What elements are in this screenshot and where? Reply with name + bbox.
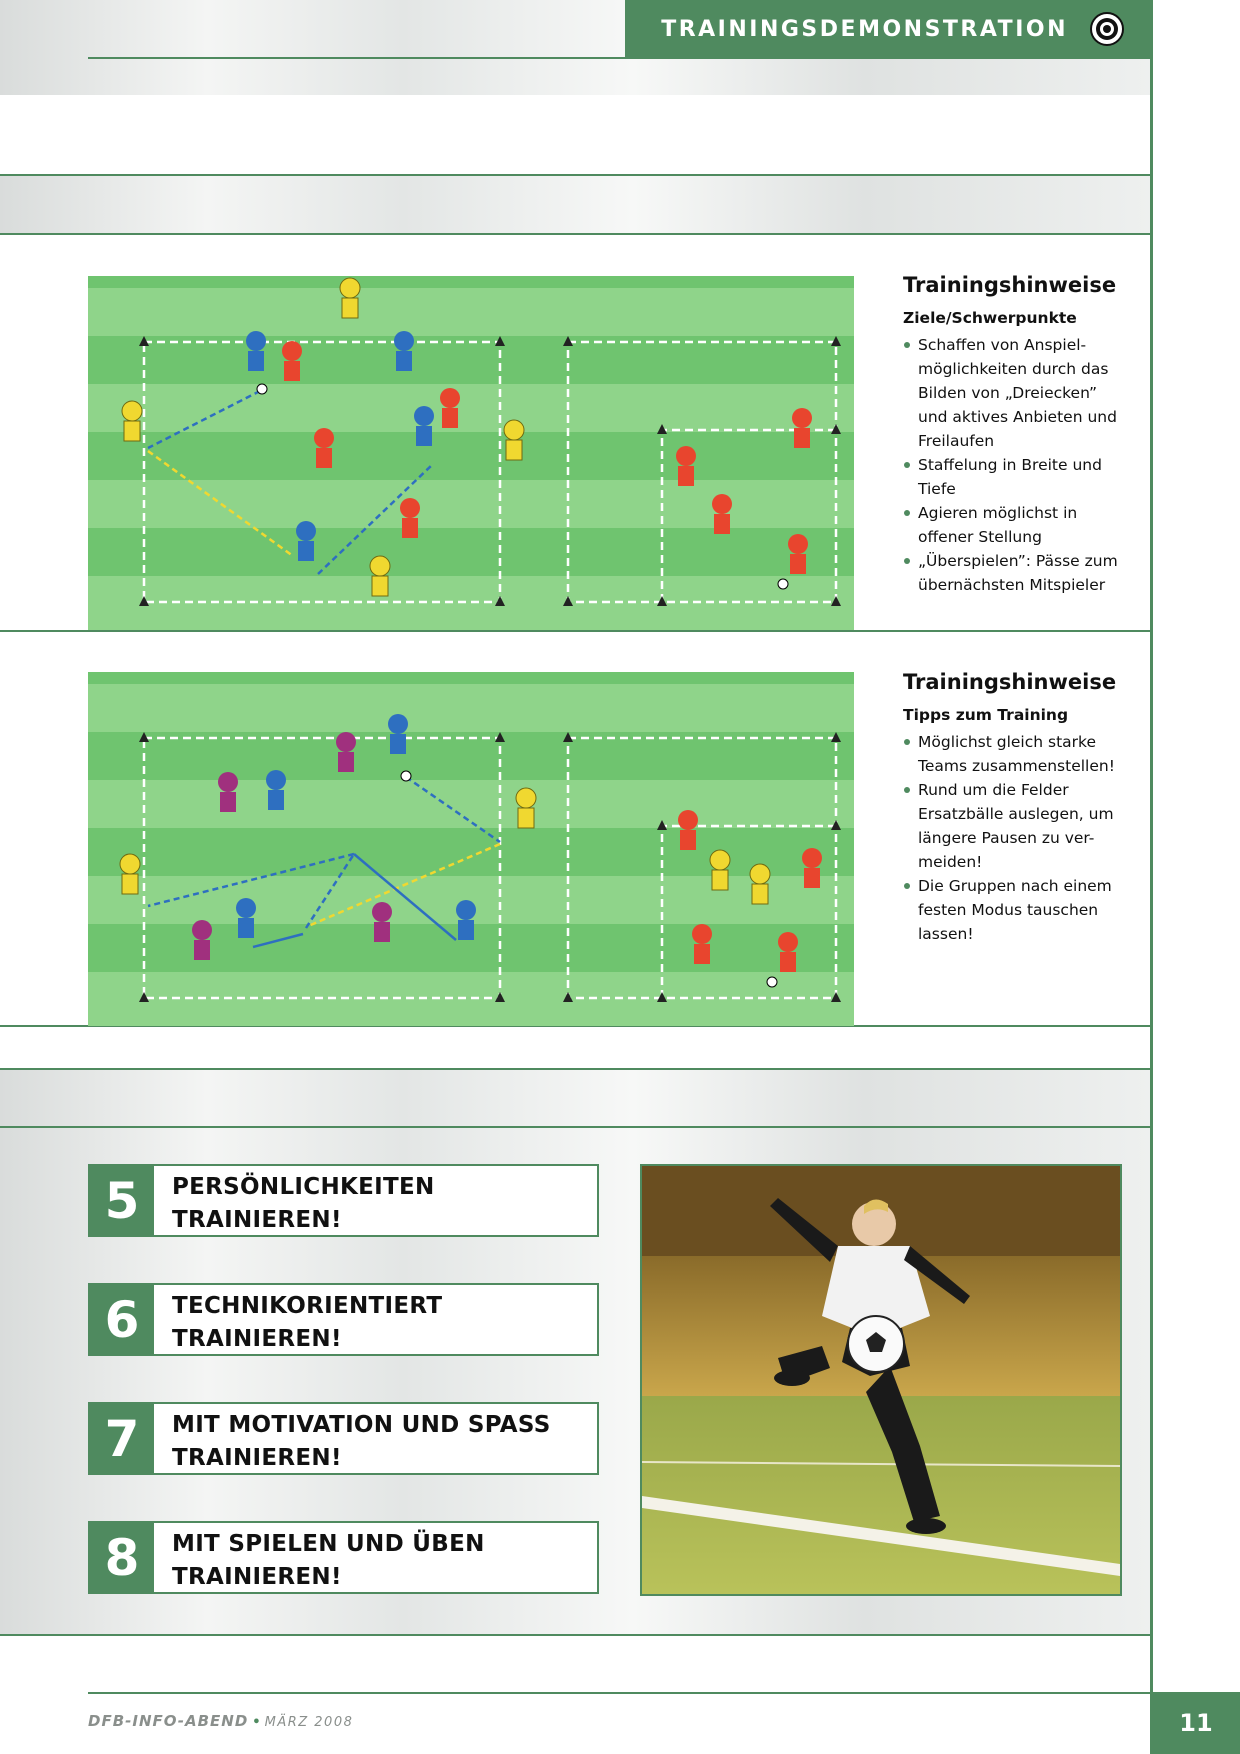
training-field-diagram-2 bbox=[88, 672, 854, 1026]
footer-brand: DFB-INFO-ABEND bbox=[88, 1712, 249, 1730]
principle-line: MIT SPIELEN UND ÜBEN bbox=[172, 1531, 485, 1557]
principle-text: MIT SPIELEN UND ÜBEN TRAINIEREN! bbox=[172, 1528, 485, 1594]
rule bbox=[0, 1025, 1152, 1027]
training-notes-2: Trainingshinweise Tipps zum Training Mög… bbox=[903, 670, 1128, 946]
rule bbox=[0, 1634, 1152, 1636]
list-item: Möglichst gleich starke Teams zusammenst… bbox=[903, 730, 1128, 778]
footer-date: MÄRZ 2008 bbox=[264, 1715, 354, 1730]
notes-heading: Trainingshinweise bbox=[903, 670, 1117, 694]
right-margin-rule bbox=[1150, 0, 1153, 1754]
notes-subheading: Tipps zum Training bbox=[903, 706, 1069, 724]
notes-list: Möglichst gleich starke Teams zusammenst… bbox=[903, 730, 1128, 946]
rule bbox=[0, 630, 1152, 632]
training-notes-1: Trainingshinweise Ziele/Schwerpunkte Sch… bbox=[903, 273, 1128, 597]
rule bbox=[0, 1126, 1152, 1128]
principle-box-7: 7 MIT MOTIVATION UND SPASS TRAINIEREN! bbox=[88, 1402, 599, 1475]
footer-separator: • bbox=[252, 1715, 261, 1730]
rule bbox=[88, 57, 1152, 59]
list-item: Agieren möglichst in offener Stellung bbox=[903, 501, 1128, 549]
list-item: „Überspielen”: Pässe zum übernächsten Mi… bbox=[903, 549, 1128, 597]
principle-box-8: 8 MIT SPIELEN UND ÜBEN TRAINIEREN! bbox=[88, 1521, 599, 1594]
list-item: Schaffen von Anspiel-möglichkeiten durch… bbox=[903, 333, 1128, 453]
notes-heading: Trainingshinweise bbox=[903, 273, 1117, 297]
principle-box-5: 5 PERSÖNLICHKEITEN TRAINIEREN! bbox=[88, 1164, 599, 1237]
principle-line: TECHNIKORIENTIERT bbox=[172, 1293, 443, 1319]
principle-number: 5 bbox=[90, 1166, 154, 1235]
training-field-diagram-1 bbox=[88, 276, 854, 630]
principle-line: TRAINIEREN! bbox=[172, 1564, 342, 1590]
principle-text: MIT MOTIVATION UND SPASS TRAINIEREN! bbox=[172, 1409, 551, 1475]
list-item: Die Gruppen nach einem festen Modus taus… bbox=[903, 874, 1128, 946]
principle-box-6: 6 TECHNIKORIENTIERT TRAINIEREN! bbox=[88, 1283, 599, 1356]
principle-text: TECHNIKORIENTIERT TRAINIEREN! bbox=[172, 1290, 442, 1356]
principle-number: 7 bbox=[90, 1404, 154, 1473]
list-item: Staffelung in Breite und Tiefe bbox=[903, 453, 1128, 501]
principle-line: TRAINIEREN! bbox=[172, 1207, 342, 1233]
rule bbox=[88, 1692, 1152, 1694]
notes-list: Schaffen von Anspiel-möglichkeiten durch… bbox=[903, 333, 1128, 597]
header-title: TRAININGSDEMONSTRATION bbox=[661, 16, 1068, 42]
youth-player-kicking-ball-photo bbox=[640, 1164, 1122, 1596]
principle-line: TRAINIEREN! bbox=[172, 1326, 342, 1352]
principle-line: PERSÖNLICHKEITEN bbox=[172, 1174, 435, 1200]
dfb-logo-icon bbox=[1090, 12, 1124, 46]
principle-number: 6 bbox=[90, 1285, 154, 1354]
principle-text: PERSÖNLICHKEITEN TRAINIEREN! bbox=[172, 1171, 435, 1237]
rule bbox=[0, 174, 1152, 176]
rule bbox=[0, 233, 1152, 235]
page-number: 11 bbox=[1152, 1692, 1240, 1754]
notes-subheading: Ziele/Schwerpunkte bbox=[903, 309, 1077, 327]
list-item: Rund um die Felder Ersatzbälle auslegen,… bbox=[903, 778, 1128, 874]
upper-decor-band bbox=[0, 175, 1152, 233]
principle-line: TRAINIEREN! bbox=[172, 1445, 342, 1471]
principle-number: 8 bbox=[90, 1523, 154, 1592]
section-header: TRAININGSDEMONSTRATION bbox=[625, 0, 1152, 58]
rule bbox=[0, 1068, 1152, 1070]
page-footer: DFB-INFO-ABEND•MÄRZ 2008 bbox=[88, 1712, 353, 1730]
principle-line: MIT MOTIVATION UND SPASS bbox=[172, 1412, 551, 1438]
